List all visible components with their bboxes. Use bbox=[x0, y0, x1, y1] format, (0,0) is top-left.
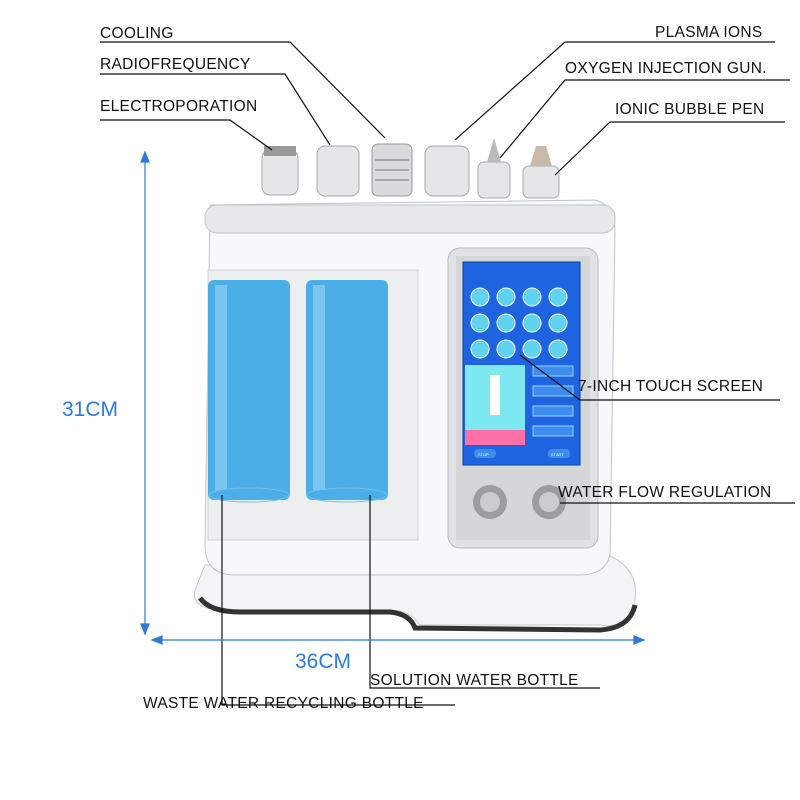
electroporation-head bbox=[261, 146, 299, 196]
screen-setting-button[interactable] bbox=[532, 365, 574, 377]
screen-mode-icon[interactable] bbox=[496, 287, 516, 307]
leader-lines bbox=[100, 41, 795, 706]
screen-mode-icon[interactable] bbox=[522, 287, 542, 307]
screen-mode-icon[interactable] bbox=[470, 339, 490, 359]
width-dimension: 36CM bbox=[295, 650, 351, 673]
dimension-lines bbox=[140, 150, 646, 645]
plasma-head bbox=[424, 145, 470, 197]
waste-water-bottle bbox=[208, 280, 290, 503]
ionic-bubble-pen-head bbox=[522, 146, 560, 199]
solution-water-bottle bbox=[306, 280, 388, 503]
screen-mode-icon[interactable] bbox=[522, 313, 542, 333]
label-electroporation: ELECTROPORATION bbox=[100, 98, 258, 115]
label-radiofrequency: RADIOFREQUENCY bbox=[100, 56, 251, 73]
screen-mode-icon[interactable] bbox=[548, 339, 568, 359]
label-plasma-ions: PLASMA IONS bbox=[655, 24, 763, 41]
screen-stop-button[interactable] bbox=[474, 449, 496, 458]
screen-mode-icon[interactable] bbox=[470, 287, 490, 307]
label-cooling: COOLING bbox=[100, 25, 174, 42]
label-touch-screen: 7-INCH TOUCH SCREEN bbox=[578, 378, 763, 395]
screen-mode-icon[interactable] bbox=[496, 313, 516, 333]
screen-mode-icon[interactable] bbox=[470, 313, 490, 333]
water-flow-knob-right[interactable] bbox=[532, 485, 566, 519]
label-waste-bottle: WASTE WATER RECYCLING BOTTLE bbox=[143, 695, 424, 712]
label-oxygen-gun: OXYGEN INJECTION GUN. bbox=[565, 60, 767, 77]
radiofrequency-head bbox=[316, 145, 360, 197]
screen-start-label: START bbox=[551, 452, 564, 457]
screen-mode-icon[interactable] bbox=[548, 313, 568, 333]
water-flow-knob-left[interactable] bbox=[473, 485, 507, 519]
label-solution-bottle: SOLUTION WATER BOTTLE bbox=[370, 672, 579, 689]
screen-setting-button[interactable] bbox=[532, 405, 574, 417]
label-water-flow: WATER FLOW REGULATION bbox=[558, 484, 772, 501]
screen-start-button[interactable] bbox=[548, 449, 570, 458]
label-ionic-bubble-pen: IONIC BUBBLE PEN bbox=[615, 101, 765, 118]
screen-stop-label: STOP bbox=[478, 452, 489, 457]
height-dimension: 31CM bbox=[62, 398, 118, 421]
oxygen-gun-head bbox=[477, 138, 511, 199]
screen-setting-button[interactable] bbox=[532, 425, 574, 437]
screen-mode-icon[interactable] bbox=[522, 339, 542, 359]
screen-setting-button[interactable] bbox=[532, 385, 574, 397]
screen-mode-icon[interactable] bbox=[496, 339, 516, 359]
screen-mode-icon[interactable] bbox=[548, 287, 568, 307]
cooling-head bbox=[371, 143, 413, 197]
